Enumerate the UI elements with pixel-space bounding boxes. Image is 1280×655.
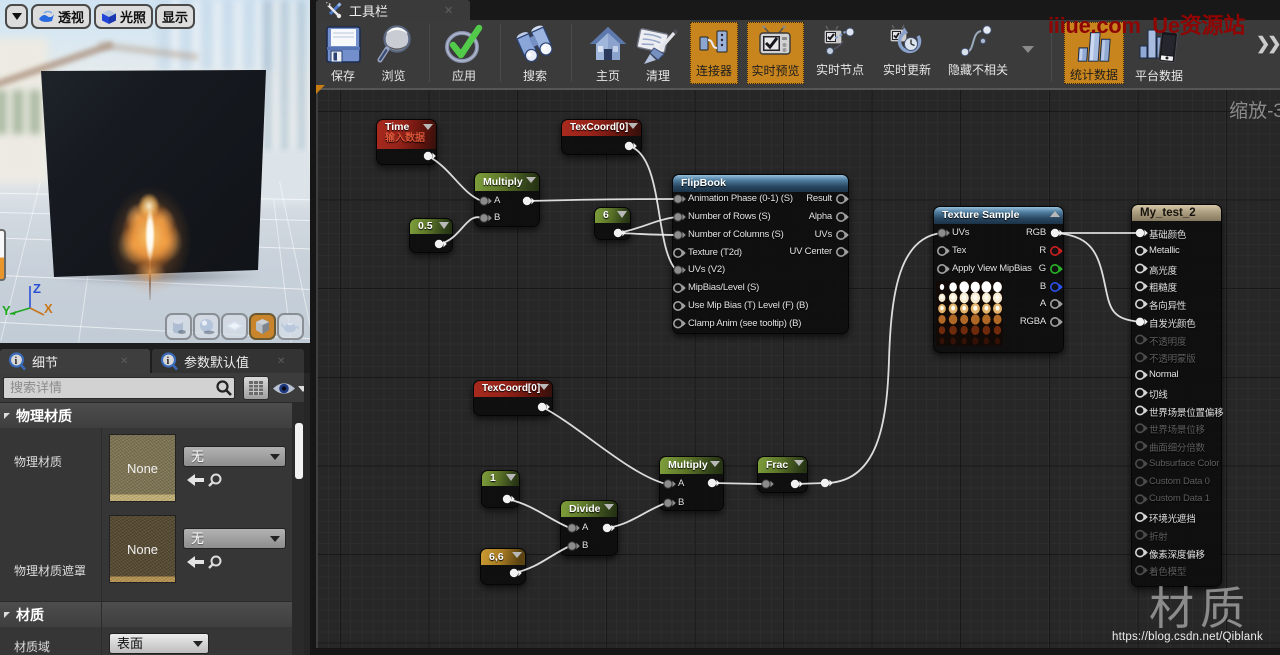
svg-text:i: i: [15, 356, 18, 367]
svg-text:X: X: [44, 301, 53, 316]
svg-text:Y: Y: [2, 303, 11, 318]
svg-text:Z: Z: [33, 281, 41, 296]
svg-text:i: i: [167, 356, 170, 367]
